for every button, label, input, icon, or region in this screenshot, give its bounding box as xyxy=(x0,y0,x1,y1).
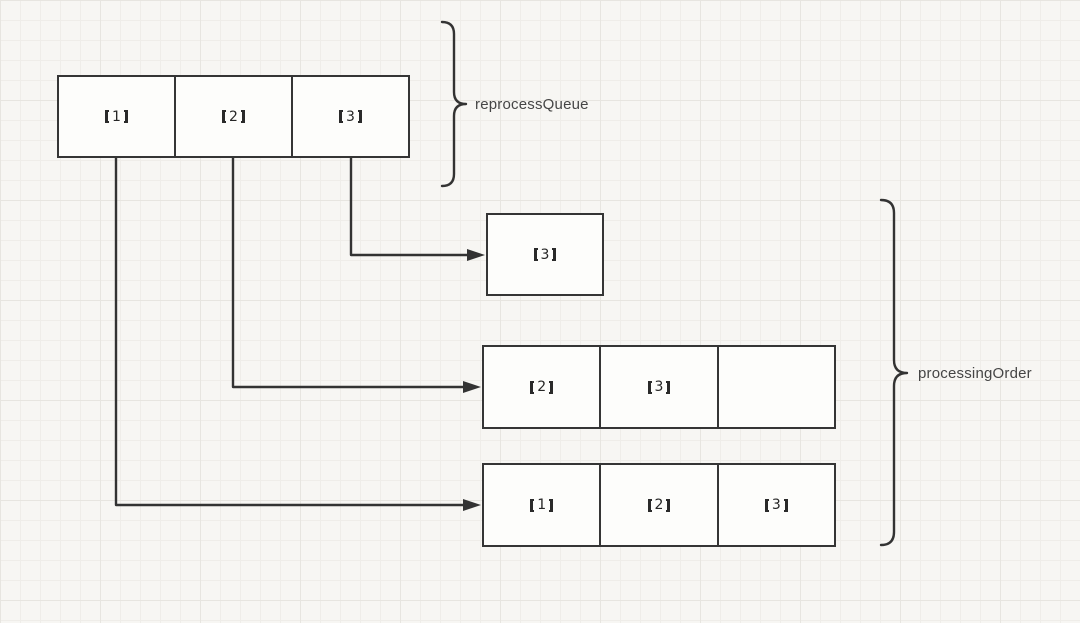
processing-order-step-2: 2 3 xyxy=(482,345,836,429)
reprocess-queue-cell-2: 2 xyxy=(176,77,293,156)
lenticular-bracket-left-icon xyxy=(530,498,535,512)
lenticular-bracket-left-icon xyxy=(105,110,110,123)
step2-cell-3-empty xyxy=(719,347,834,427)
cell-number: 3 xyxy=(540,246,550,263)
lenticular-bracket-left-icon xyxy=(530,380,535,394)
step2-cell-1: 2 xyxy=(484,347,602,427)
cell-number: 3 xyxy=(346,108,355,125)
processing-order-brace xyxy=(879,198,909,547)
reprocess-queue-brace xyxy=(440,20,468,188)
lenticular-bracket-left-icon xyxy=(533,248,538,261)
lenticular-bracket-left-icon xyxy=(647,380,652,394)
cell-number: 3 xyxy=(771,497,781,513)
processing-order-step-3: 1 2 3 xyxy=(482,463,836,547)
lenticular-bracket-right-icon xyxy=(123,110,128,123)
step2-cell-2: 3 xyxy=(601,347,719,427)
lenticular-bracket-right-icon xyxy=(549,498,554,512)
arrow-cell1-to-step3-line xyxy=(114,156,465,507)
reprocess-queue-label: reprocessQueue xyxy=(475,96,589,113)
arrow-cell2-to-step2-line xyxy=(231,156,465,389)
lenticular-bracket-right-icon xyxy=(357,110,362,123)
lenticular-bracket-right-icon xyxy=(549,380,554,394)
step3-cell-2: 2 xyxy=(601,465,719,545)
cell-number: 2 xyxy=(654,497,664,513)
processing-order-label: processingOrder xyxy=(918,365,1032,382)
cell-number: 2 xyxy=(229,108,238,125)
cell-number: 1 xyxy=(537,497,547,513)
cell-number: 1 xyxy=(112,108,121,125)
reprocess-queue-cell-1: 1 xyxy=(59,77,176,156)
lenticular-bracket-right-icon xyxy=(783,498,788,512)
step3-cell-1: 1 xyxy=(484,465,602,545)
arrow-cell2-to-step2-head xyxy=(463,381,481,393)
arrow-cell1-to-step3-head xyxy=(463,499,481,511)
processing-order-step-1: 3 xyxy=(486,213,604,296)
lenticular-bracket-right-icon xyxy=(240,110,245,123)
lenticular-bracket-left-icon xyxy=(222,110,227,123)
lenticular-bracket-right-icon xyxy=(666,498,671,512)
lenticular-bracket-left-icon xyxy=(764,498,769,512)
lenticular-bracket-right-icon xyxy=(552,248,557,261)
cell-number: 2 xyxy=(537,379,547,395)
reprocess-queue-array: 1 2 3 xyxy=(57,75,410,158)
lenticular-bracket-left-icon xyxy=(647,498,652,512)
lenticular-bracket-right-icon xyxy=(666,380,671,394)
step3-cell-3: 3 xyxy=(719,465,834,545)
cell-number: 3 xyxy=(654,379,664,395)
reprocess-queue-cell-3: 3 xyxy=(293,77,408,156)
arrow-cell3-to-step1-head xyxy=(467,249,485,261)
arrow-cell3-to-step1-line xyxy=(349,156,469,257)
step1-cell-1: 3 xyxy=(488,215,602,294)
lenticular-bracket-left-icon xyxy=(339,110,344,123)
